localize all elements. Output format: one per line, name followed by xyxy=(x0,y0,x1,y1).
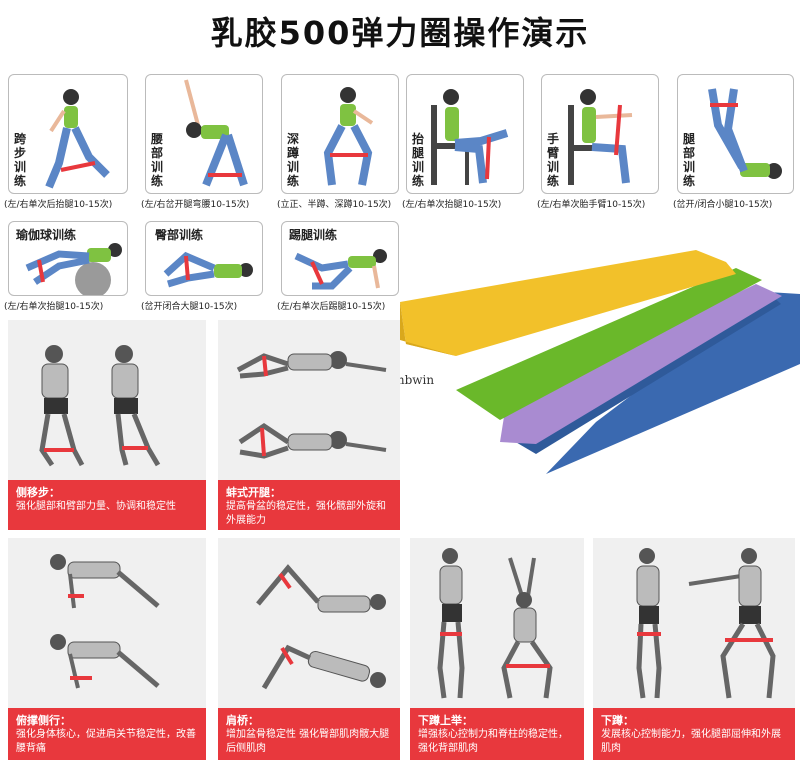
panel-heading: 俯撑侧行： xyxy=(16,714,71,727)
bridge-figure xyxy=(256,564,386,690)
card-caption: (左/右单次后踢腿10-15次) xyxy=(277,302,386,312)
card-label: 瑜伽球训练 xyxy=(16,228,77,242)
card-label: 臀部训练 xyxy=(155,228,204,242)
card-label: 踢腿训练 xyxy=(289,228,338,242)
plank-walk-figure xyxy=(50,554,160,689)
exercise-card-arm: 手臂训练 (左/右单次胎手臂10-15次) xyxy=(537,74,659,212)
resistance-bands-image xyxy=(400,250,800,474)
exercise-card-kick: 踢腿训练 (左/右单次后踢腿10-15次) xyxy=(277,221,399,317)
panel-squat: 下蹲： 发展核心控制能力，强化腿部屈伸和外展肌肉 xyxy=(593,538,795,760)
panel-description: 提高骨盆的稳定性，强化髋部外旋和外展能力 xyxy=(226,501,386,526)
card-caption: (左/右单次胎手臂10-15次) xyxy=(537,200,646,210)
card-caption: (岔开/闭合小腿10-15次) xyxy=(673,200,773,210)
waist-figure xyxy=(184,79,248,187)
card-label: 腰部训练 xyxy=(151,132,164,188)
purple-band xyxy=(500,284,782,444)
glutes-figure xyxy=(163,251,253,288)
card-caption: (左/右岔开腿弯腰10-15次) xyxy=(141,200,250,210)
card-label: 抬腿训练 xyxy=(412,132,425,188)
stride-figure xyxy=(45,89,110,189)
panel-plank-walk: 俯撑侧行： 强化身体核心，促进肩关节稳定性，改善腰背痛 xyxy=(8,538,206,760)
panel-squat-raise: 下蹲上举： 增强核心控制力和脊柱的稳定性，强化背部肌肉 xyxy=(410,538,584,760)
exercise-card-waist: 腰部训练 (左/右岔开腿弯腰10-15次) xyxy=(141,74,263,212)
yellow-band xyxy=(400,250,736,356)
leg-raise-figure xyxy=(431,89,509,185)
exercise-card-glutes: 臀部训练 (岔开闭合大腿10-15次) xyxy=(141,221,263,317)
green-band xyxy=(456,268,762,420)
panel-description: 增加盆骨稳定性 强化臀部肌肉髋大腿后侧肌肉 xyxy=(226,729,390,754)
side-step-figure xyxy=(39,345,161,467)
exercise-card-leg-raise: 抬腿训练 (左/右单次抬腿10-15次) xyxy=(402,74,524,212)
arm-figure xyxy=(568,89,633,185)
panel-heading: 下蹲上举： xyxy=(418,714,473,727)
card-caption: (左/右单次后抬腿10-15次) xyxy=(4,200,113,210)
panel-description: 发展核心控制能力，强化腿部屈伸和外展肌肉 xyxy=(601,729,781,754)
panel-description: 增强核心控制力和脊柱的稳定性，强化背部肌肉 xyxy=(418,729,568,754)
card-label: 深蹲训练 xyxy=(287,132,300,188)
card-caption: (左/右单次抬腿10-15次) xyxy=(402,200,502,210)
card-label: 跨步训练 xyxy=(14,132,27,188)
exercise-card-legs: 腿部训练 (岔开/闭合小腿10-15次) xyxy=(673,74,794,212)
panel-clamshell: 蚌式开腿： 提高骨盆的稳定性，强化髋部外旋和外展能力 xyxy=(218,320,400,530)
card-label: 手臂训练 xyxy=(547,132,560,188)
squat-panel-figure xyxy=(636,548,776,699)
panel-side-step: 侧移步： 强化腿部和臂部力量、协调和稳定性 xyxy=(8,320,206,530)
panel-description: 强化身体核心，促进肩关节稳定性，改善腰背痛 xyxy=(16,729,196,754)
exercise-card-squat: 深蹲训练 (立正、半蹲、深蹲10-15次) xyxy=(277,74,399,212)
panel-heading: 下蹲： xyxy=(601,714,634,727)
panel-heading: 肩桥： xyxy=(226,714,259,727)
squat-raise-figure xyxy=(437,548,553,699)
card-caption: (立正、半蹲、深蹲10-15次) xyxy=(277,200,392,210)
exercise-card-yoga-ball: 瑜伽球训练 (左/右单次抬腿10-15次) xyxy=(4,221,128,317)
yoga-ball-figure xyxy=(25,243,122,295)
panel-heading: 侧移步： xyxy=(16,486,60,499)
card-caption: (左/右单次抬腿10-15次) xyxy=(4,302,104,312)
card-caption: (岔开闭合大腿10-15次) xyxy=(141,302,238,312)
page-title: 乳胶500弹力圈操作演示 xyxy=(210,14,590,52)
panel-bridge: 肩桥： 增加盆骨稳定性 强化臀部肌肉髋大腿后侧肌肉 xyxy=(218,538,400,760)
panel-description: 强化腿部和臂部力量、协调和稳定性 xyxy=(16,501,176,512)
blue-band xyxy=(546,292,800,474)
panel-heading: 蚌式开腿： xyxy=(226,486,281,499)
legs-figure xyxy=(708,88,782,179)
card-label: 腿部训练 xyxy=(683,132,696,188)
squat-figure xyxy=(323,87,374,186)
clamshell-figure xyxy=(236,351,387,459)
exercise-card-stride: 跨步训练 (左/右单次后抬腿10-15次) xyxy=(4,74,128,212)
kick-figure xyxy=(294,249,387,290)
